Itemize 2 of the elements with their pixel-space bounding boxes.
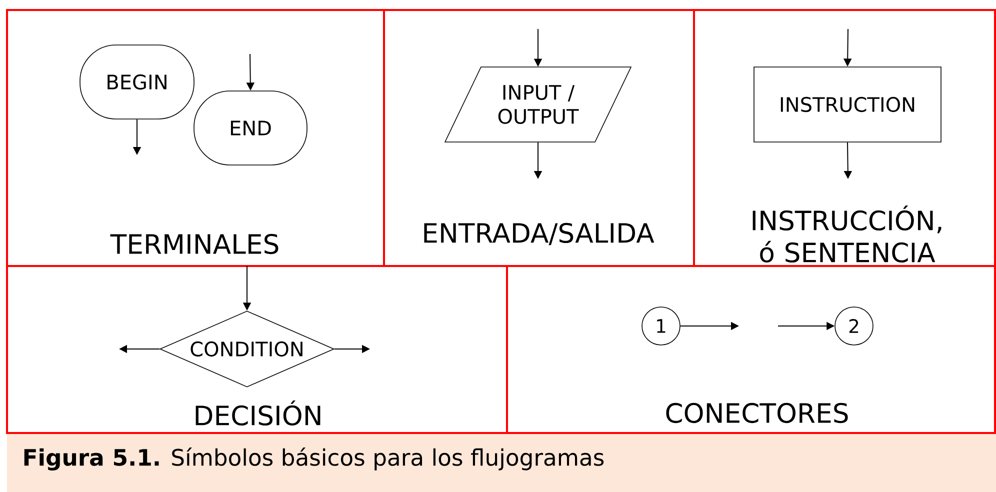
process-box: INSTRUCTION [754, 66, 942, 142]
caption: Figura 5.1. Símbolos básicos para los flujogramas [7, 433, 996, 492]
